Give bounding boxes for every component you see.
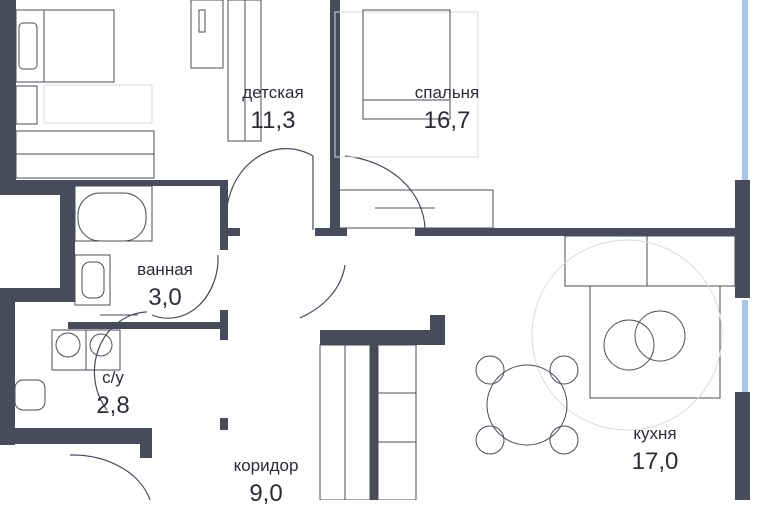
room-name: кухня [633, 424, 677, 443]
sink [74, 254, 138, 316]
room-name: ванная [137, 260, 193, 279]
window-kitchen [742, 300, 748, 392]
room-name: детская [242, 83, 304, 102]
room-area: 16,7 [423, 107, 471, 134]
kids-bed [15, 9, 153, 125]
room-label-bedroom: спальня 16,7 [415, 83, 480, 135]
room-area: 2,8 [96, 392, 130, 419]
toilet [14, 379, 46, 411]
bedroom-wardrobe [227, 0, 262, 142]
room-area: 11,3 [250, 107, 296, 134]
room-label-corridor: коридор 9,0 [234, 456, 299, 508]
room-label-wc: с/у 2,8 [96, 368, 129, 420]
room-area: 9,0 [249, 480, 283, 507]
window-bedroom [742, 0, 748, 180]
room-label-bathroom: ванная 3,0 [137, 260, 193, 312]
room-name: коридор [233, 456, 299, 475]
room-area: 17,0 [631, 448, 679, 475]
room-label-kids: детская 11,3 [242, 83, 303, 135]
kids-wardrobe [15, 130, 155, 179]
washer-dryer [51, 329, 121, 371]
kitchen-units [319, 344, 417, 500]
room-area: 3,0 [148, 284, 182, 311]
bedroom-bed [334, 9, 494, 229]
sofa [531, 235, 736, 431]
room-label-kitchen: кухня 17,0 [632, 424, 679, 476]
bathtub [74, 185, 153, 242]
room-name: спальня [414, 83, 480, 102]
dining-table [475, 355, 579, 455]
walls [0, 0, 750, 500]
desk [190, 0, 224, 69]
room-name: с/у [102, 368, 124, 387]
doors [69, 148, 426, 500]
